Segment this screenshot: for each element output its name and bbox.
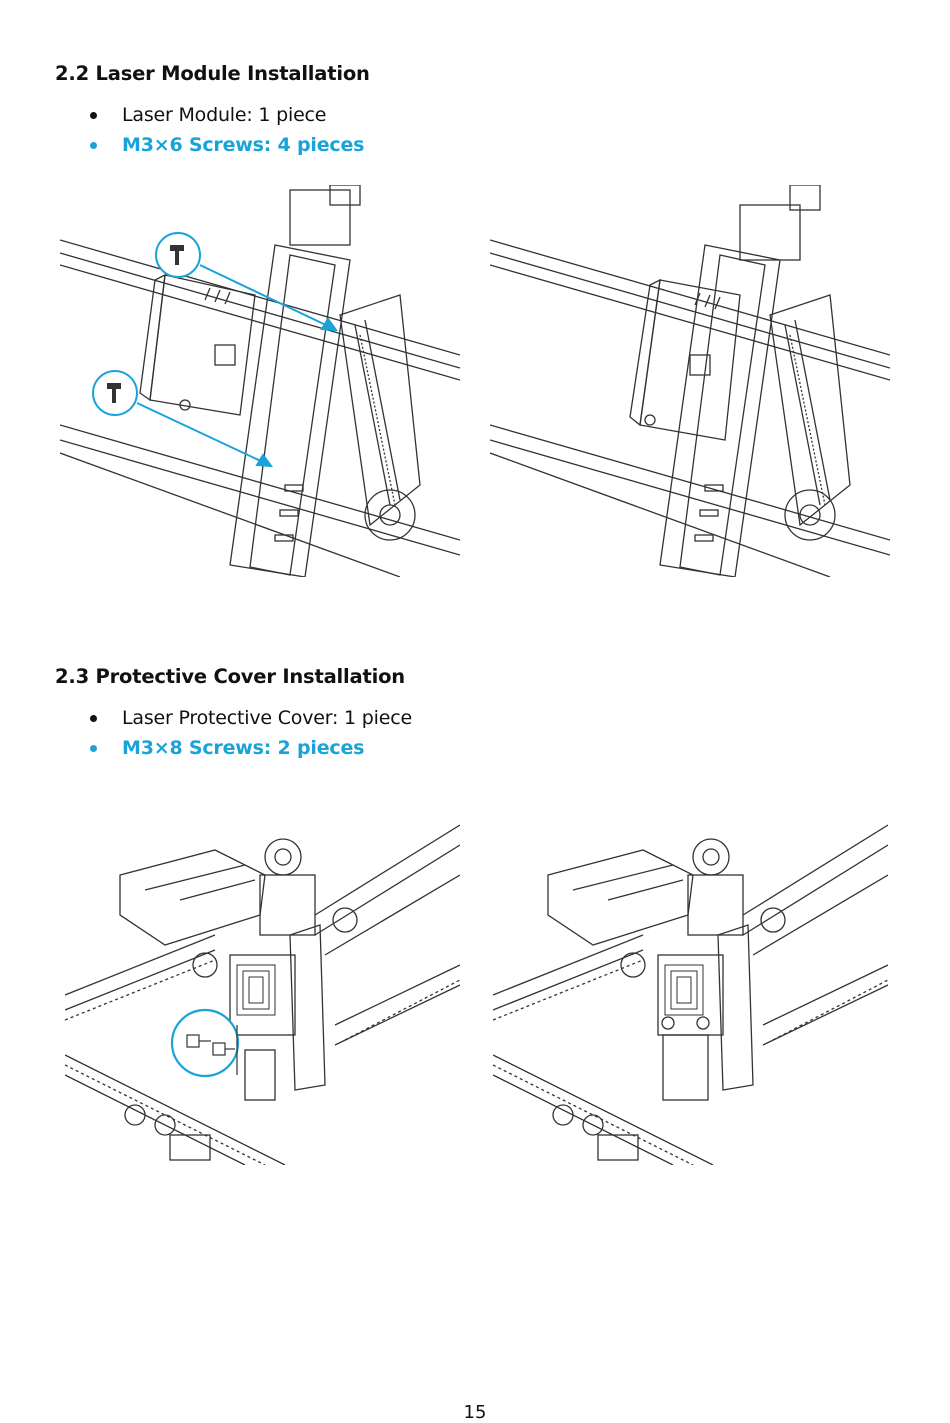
section-title-protective-cover: 2.3 Protective Cover Installation (55, 665, 405, 688)
page-number: 15 (463, 1402, 487, 1423)
screw-callout-icon (170, 1008, 240, 1078)
protective-cover-parts-list: Laser Protective Cover: 1 piece M3×8 Scr… (88, 703, 412, 763)
laser-module-after-install-diagram (490, 185, 890, 577)
screw-callout-icon (92, 232, 201, 416)
protective-cover-after-install-diagram (493, 795, 888, 1165)
list-item: Laser Protective Cover: 1 piece (88, 703, 412, 733)
laser-module-before-install-diagram (60, 185, 460, 577)
laser-module-parts-list: Laser Module: 1 piece M3×6 Screws: 4 pie… (88, 100, 364, 160)
section-title-laser-module: 2.2 Laser Module Installation (55, 62, 370, 85)
protective-cover-before-install-diagram (65, 795, 460, 1165)
list-item: Laser Module: 1 piece (88, 100, 364, 130)
list-item-highlight: M3×6 Screws: 4 pieces (88, 130, 364, 160)
list-item-highlight: M3×8 Screws: 2 pieces (88, 733, 412, 763)
